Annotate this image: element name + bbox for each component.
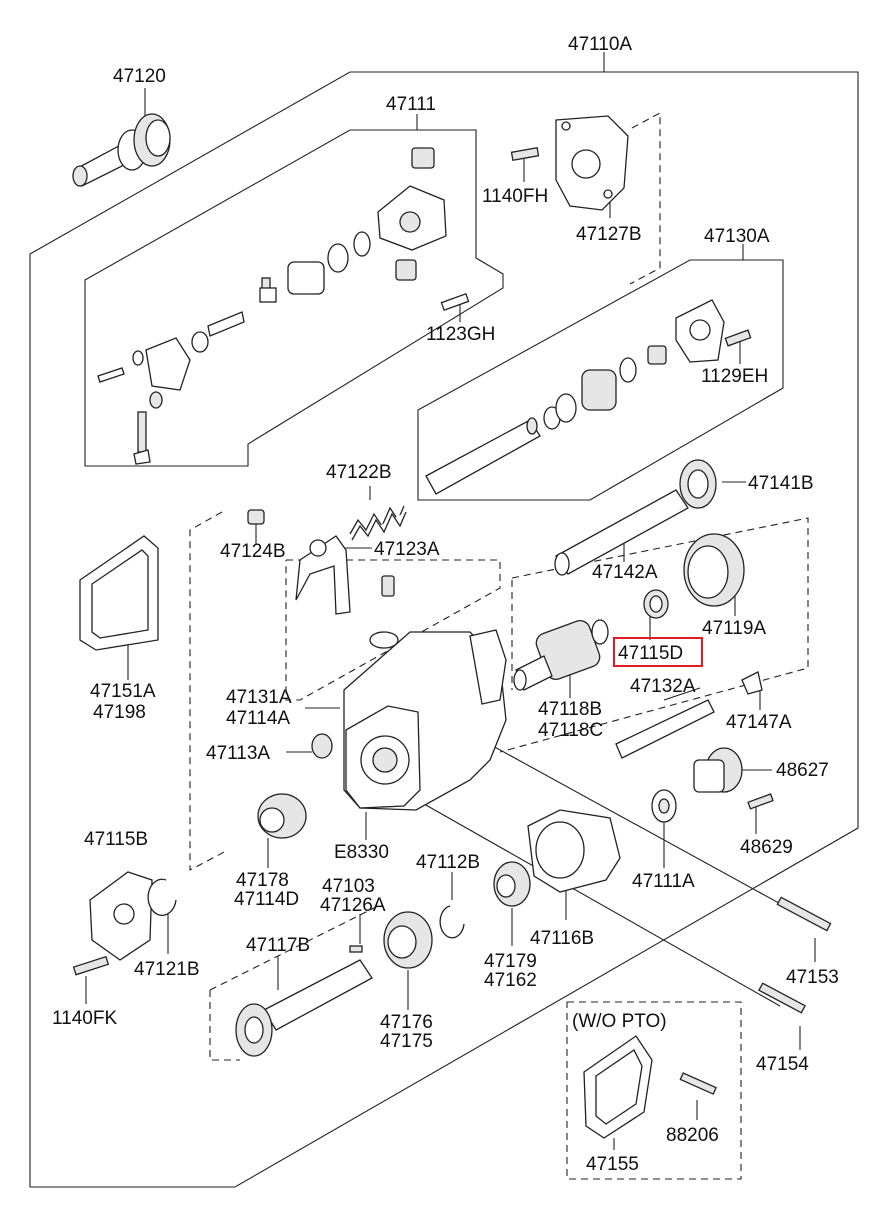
label-47126a[interactable]: 47126A: [320, 895, 386, 916]
label-1140fk[interactable]: 1140FK: [52, 1008, 117, 1029]
label-47124b[interactable]: 47124B: [220, 541, 286, 562]
label-47117b[interactable]: 47117B: [246, 935, 310, 956]
label-47123a[interactable]: 47123A: [374, 539, 440, 560]
group-47123a-dashed-outline: [285, 559, 501, 701]
label-47118b[interactable]: 47118B: [538, 699, 602, 720]
label-47110a[interactable]: 47110A: [568, 34, 632, 55]
bearing-47178-drawing: [257, 793, 307, 839]
label-47113a[interactable]: 47113A: [206, 743, 270, 764]
label-wo-pto: (W/O PTO): [572, 1011, 667, 1032]
label-1129eh[interactable]: 1129EH: [701, 366, 768, 387]
label-1123gh[interactable]: 1123GH: [426, 324, 495, 345]
label-47120[interactable]: 47120: [113, 66, 166, 87]
label-48629[interactable]: 48629: [740, 837, 793, 858]
group-47111-outline: [84, 129, 504, 467]
label-47162[interactable]: 47162: [484, 970, 537, 991]
label-47121b[interactable]: 47121B: [134, 959, 200, 980]
label-47115b[interactable]: 47115B: [84, 829, 148, 850]
label-47151a[interactable]: 47151A: [90, 681, 156, 702]
group-47127b-dashed-outline: [629, 112, 661, 285]
label-1140fh[interactable]: 1140FH: [482, 186, 548, 207]
label-47131a[interactable]: 47131A: [226, 687, 292, 708]
label-47142a[interactable]: 47142A: [592, 562, 658, 583]
label-47155[interactable]: 47155: [586, 1154, 639, 1175]
label-47103[interactable]: 47103: [322, 876, 375, 897]
label-47111[interactable]: 47111: [386, 94, 436, 115]
group-47119a-dashed-outline: [499, 517, 809, 753]
label-47141b[interactable]: 47141B: [748, 473, 814, 494]
part-drawings: [72, 113, 832, 1139]
label-47175[interactable]: 47175: [380, 1031, 433, 1052]
label-47132a[interactable]: 47132A: [630, 676, 696, 697]
main-assembly-outline: [29, 71, 859, 1188]
label-47154[interactable]: 47154: [756, 1054, 809, 1075]
label-47119a[interactable]: 47119A: [702, 618, 766, 639]
label-e8330[interactable]: E8330: [334, 842, 389, 863]
joint-47111-drawing: [97, 147, 470, 465]
cover-47155-drawing: [583, 1035, 717, 1139]
group-47117b-dashed-outline: [209, 990, 240, 1061]
shaft-47117b-drawing: [235, 959, 373, 1057]
gasket-47151a-drawing: [79, 535, 159, 651]
label-48627[interactable]: 48627: [776, 760, 829, 781]
label-47122b[interactable]: 47122B: [326, 462, 392, 483]
highlight-box-47115d: [613, 637, 703, 667]
shaft-47132a-drawing: [615, 671, 763, 759]
label-47114a[interactable]: 47114A: [226, 708, 290, 729]
housing-47131a-drawing: [311, 629, 507, 811]
gear-47118b-drawing: [513, 619, 609, 691]
label-47111a[interactable]: 47111A: [632, 871, 695, 892]
shaft-47130a-drawing: [425, 299, 752, 495]
assembly-outlines: [29, 71, 859, 1188]
group-47117b-dashed-top: [209, 904, 381, 991]
label-47198[interactable]: 47198: [93, 702, 146, 723]
label-47114d[interactable]: 47114D: [234, 889, 299, 910]
label-47178[interactable]: 47178: [236, 870, 289, 891]
housing-47116b-drawing: [527, 809, 621, 893]
gear-47176-drawing: [349, 911, 433, 969]
sleeve-47119a-drawing: [643, 533, 745, 619]
left-dashed-outline: [189, 511, 229, 871]
seal-47179-drawing: [439, 861, 531, 939]
cover-47115b-drawing: [72, 871, 177, 976]
bolts-drawing: [758, 896, 832, 1014]
label-47176[interactable]: 47176: [380, 1012, 433, 1033]
label-47153[interactable]: 47153: [786, 967, 839, 988]
label-47130a[interactable]: 47130A: [704, 226, 770, 247]
shaft-47142a-drawing: [554, 459, 717, 576]
wo-pto-dashed-box: [566, 1001, 742, 1180]
part-labels: 47110A 47120 47111 1140FH 47127B 47130A …: [52, 34, 839, 1175]
label-47116b[interactable]: 47116B: [530, 928, 594, 949]
label-47179[interactable]: 47179: [484, 951, 537, 972]
fork-group-drawing: [247, 505, 407, 649]
label-88206[interactable]: 88206: [666, 1125, 719, 1146]
label-47147a[interactable]: 47147A: [726, 712, 792, 733]
label-47127b[interactable]: 47127B: [576, 224, 642, 245]
label-47112b[interactable]: 47112B: [416, 852, 480, 873]
cover-47127b-drawing: [510, 115, 629, 211]
group-47130a-outline: [417, 259, 784, 501]
label-47115d[interactable]: 47115D: [618, 643, 683, 664]
washer-47111a-drawing: [651, 789, 677, 823]
part-48627-drawing: [693, 747, 774, 810]
shaft-47120-drawing: [72, 113, 171, 187]
label-47118c[interactable]: 47118C: [538, 720, 603, 741]
